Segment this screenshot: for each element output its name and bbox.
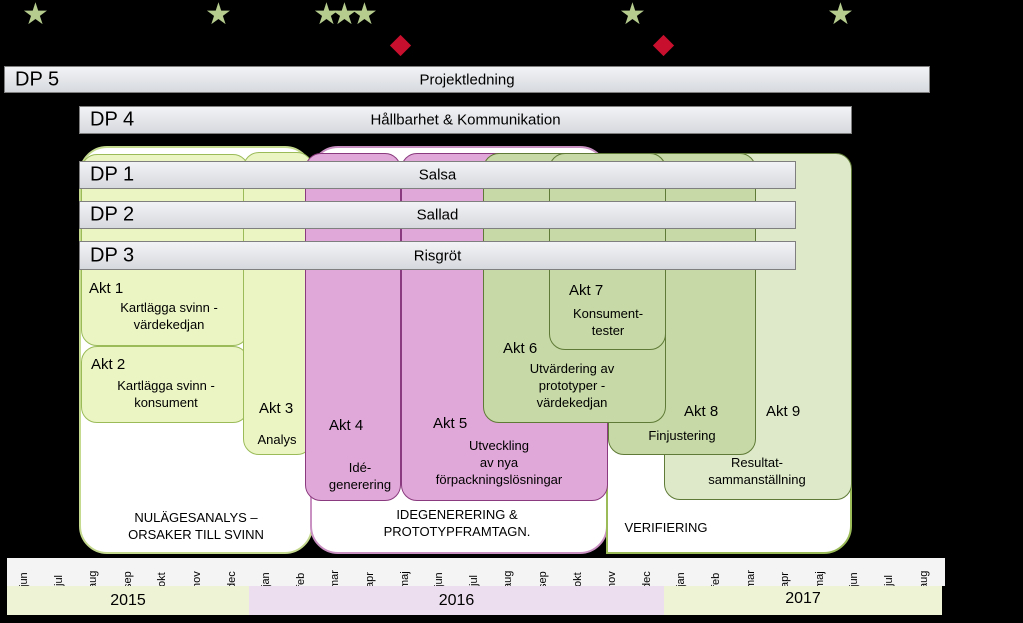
dp3-code: DP 3 — [90, 244, 135, 266]
diamond-icon — [389, 34, 412, 57]
akt2-box — [81, 346, 249, 423]
akt6-name: Akt 6 — [503, 340, 538, 357]
akt9-desc: Resultat- sammanställning — [708, 455, 806, 487]
year-band-2015 — [7, 586, 249, 615]
dp5-title: Projektledning — [419, 71, 515, 88]
akt1-name: Akt 1 — [89, 280, 124, 297]
akt4-name: Akt 4 — [329, 417, 364, 434]
akt4-desc: Idé- generering — [328, 460, 392, 492]
akt3-name: Akt 3 — [259, 400, 294, 417]
dp2-title: Sallad — [416, 206, 459, 224]
year-band-2016 — [249, 586, 664, 615]
phase-label-verifiering: VERIFIERING — [624, 520, 708, 535]
akt9-name: Akt 9 — [766, 403, 801, 420]
dp2-bar: DP 2 Sallad — [79, 201, 796, 229]
dp5-code: DP 5 — [15, 68, 60, 90]
akt5-desc: Utveckling av nya förpackningslösningar — [435, 438, 563, 487]
akt2-desc: Kartlägga svinn - konsument — [117, 378, 215, 410]
akt2-name: Akt 2 — [91, 356, 126, 373]
dp5-bar: DP 5 Projektledning — [4, 66, 930, 93]
star-icon: ★ — [619, 0, 646, 32]
akt5-name: Akt 5 — [433, 415, 468, 432]
dp4-code: DP 4 — [90, 108, 135, 131]
timeline-months-strip — [7, 558, 945, 586]
dp3-bar: DP 3 Risgröt — [79, 241, 796, 270]
year-band-2017 — [664, 586, 942, 615]
star-icon: ★ — [351, 0, 378, 32]
akt6-desc: Utvärdering av prototyper - värdekedjan — [529, 361, 615, 410]
dp1-bar: DP 1 Salsa — [79, 161, 796, 189]
dp4-bar: DP 4 Hållbarhet & Kommunikation — [79, 106, 852, 134]
akt8-desc: Finjustering — [648, 428, 716, 443]
star-icon: ★ — [827, 0, 854, 32]
star-icon: ★ — [331, 0, 358, 32]
akt3-desc: Analys — [257, 432, 297, 447]
akt7-name: Akt 7 — [569, 282, 604, 299]
year-2015: 2015 — [110, 592, 146, 609]
akt8-name: Akt 8 — [684, 403, 719, 420]
phase-label-idegenerering: IDEGENERERING & PROTOTYPFRAMTAGN. — [383, 507, 531, 539]
akt7-desc: Konsument- tester — [572, 306, 644, 338]
year-2016: 2016 — [438, 592, 475, 609]
star-icon: ★ — [313, 0, 340, 32]
phase-label-nulagesanalys: NULÄGESANALYS – ORSAKER TILL SVINN — [128, 510, 264, 542]
dp1-title: Salsa — [418, 166, 457, 184]
star-icon: ★ — [22, 0, 49, 32]
star-icon: ★ — [205, 0, 232, 32]
akt1-desc: Kartlägga svinn - värdekedjan — [120, 300, 218, 332]
dp2-code: DP 2 — [90, 203, 135, 226]
dp1-code: DP 1 — [90, 163, 135, 186]
year-2017: 2017 — [785, 590, 821, 607]
dp4-title: Hållbarhet & Kommunikation — [370, 111, 561, 129]
dp3-title: Risgröt — [413, 247, 462, 264]
diamond-icon — [652, 34, 675, 57]
